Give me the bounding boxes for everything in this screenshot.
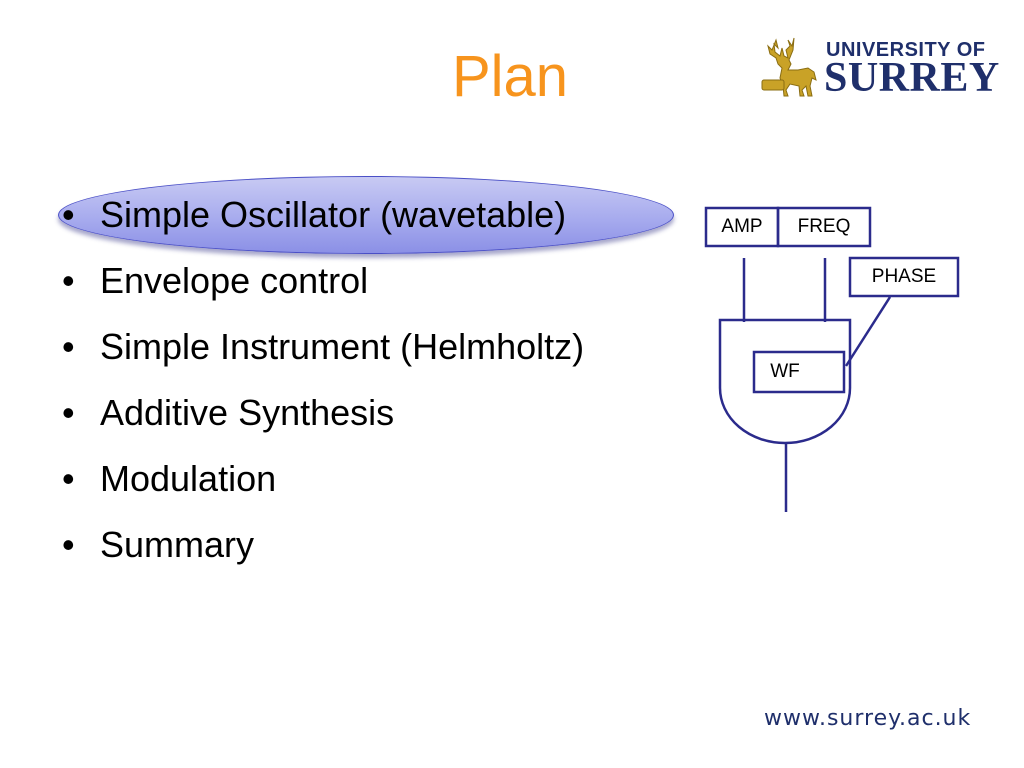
bullet-text: Additive Synthesis xyxy=(100,392,395,433)
bullet-marker: • xyxy=(62,326,75,367)
footer-url: www.surrey.ac.uk xyxy=(764,706,972,731)
bullet-marker: • xyxy=(62,194,75,235)
stag-icon xyxy=(761,37,817,97)
bullet-text: Summary xyxy=(100,524,255,565)
wf-box xyxy=(752,350,846,394)
highlight-ellipse xyxy=(58,176,674,254)
wf-label: WF xyxy=(770,361,800,382)
freq-label: FREQ xyxy=(797,216,851,237)
phase-box xyxy=(848,256,960,298)
freq-box xyxy=(776,206,872,248)
bullet-marker: • xyxy=(62,392,75,433)
oscillator-diagram-lines xyxy=(704,206,960,512)
amp-label: AMP xyxy=(721,216,763,237)
oscillator-diagram: AMP FREQ PHASE WF xyxy=(700,200,970,520)
phase-wire xyxy=(844,296,892,367)
bullet-text: Envelope control xyxy=(100,260,369,301)
bullet-marker: • xyxy=(62,260,75,301)
logo-surrey: SURREY xyxy=(824,55,1000,101)
slide-title: Plan xyxy=(451,44,569,109)
bullet-marker: • xyxy=(62,458,75,499)
logo-university-of: UNIVERSITY OF xyxy=(826,39,986,61)
phase-label: PHASE xyxy=(871,266,937,287)
bullet-text: Simple Instrument (Helmholtz) xyxy=(100,326,585,367)
oscillator-body xyxy=(718,318,852,445)
bullet-text: Modulation xyxy=(100,458,277,499)
university-logo: UNIVERSITY OF SURREY xyxy=(758,34,1000,106)
bullet-marker: • xyxy=(62,524,75,565)
bullet-text: Simple Oscillator (wavetable) xyxy=(100,194,567,235)
